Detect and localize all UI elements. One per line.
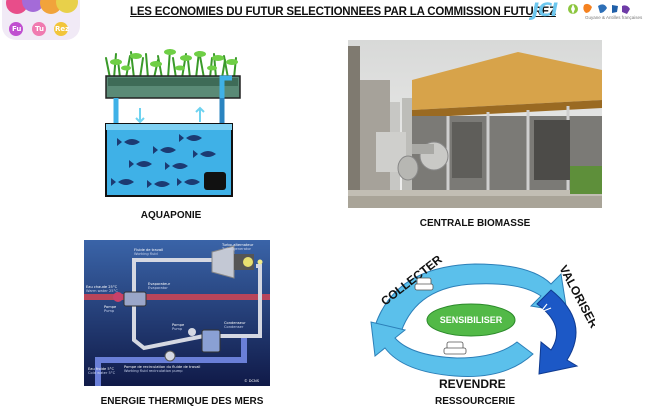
logo-syllable-tu: Tu (35, 25, 44, 33)
label-fluid-out: Fluide de travail (134, 248, 163, 252)
futurez-logo: Fu Tu Rez (2, 0, 80, 40)
label-pump-1-en: Pump (104, 309, 115, 313)
label-fluid-out-en: Working fluid (134, 252, 158, 256)
caption-energie-thermique: ENERGIE THERMIQUE DES MERS (100, 396, 264, 407)
logo-syllable-fu: Fu (12, 25, 22, 33)
jci-tagline: Guyane & Antilles françaises (585, 15, 643, 20)
label-pump-1: Pompe (104, 305, 117, 309)
label-pump-2-en: Pump (172, 327, 183, 331)
jci-compass-icon (568, 3, 630, 14)
sofa-icon (443, 341, 467, 355)
caption-centrale-biomasse: CENTRALE BIOMASSE (419, 218, 531, 229)
label-cold-water-en: Cold water 5°C (88, 371, 116, 375)
cycle-center-label: SENSIBILISER (440, 315, 503, 325)
armchair-icon (414, 277, 434, 291)
label-credit: © DCNS (244, 379, 260, 383)
jci-wordmark: JCI (532, 0, 558, 21)
label-pump-2: Pompe (172, 323, 185, 327)
label-evaporator: Evaporateur (148, 282, 171, 286)
caption-aquaponie: AQUAPONIE (140, 210, 202, 221)
otec-diagram: Fluide de travail Working fluid Turbo-al… (84, 240, 270, 386)
label-evaporator-en: Evaporator (148, 286, 168, 290)
ressourcerie-cycle: SENSIBILISER COLLECTER VALORISER REVENDR… (355, 250, 595, 390)
label-turbine: Turbo-alternateur (221, 243, 254, 247)
label-condenser: Condenseur (224, 321, 246, 325)
label-condenser-en: Condenser (224, 325, 244, 329)
label-cold-water: Eau froide 5°C (88, 367, 114, 371)
logo-syllable-rez: Rez (55, 25, 70, 33)
fish-icon (111, 134, 216, 188)
jci-logo: JCI Guyane & Antilles françaises (530, 0, 648, 24)
label-warm-water-en: Warm water 25°C (86, 289, 118, 293)
page-title: LES ECONOMIES DU FUTUR SELECTIONNEES PAR… (130, 6, 556, 18)
label-recirc-pump: Pompe de recirculation du fluide de trav… (124, 365, 200, 369)
label-warm-water: Eau chaude 25°C (86, 285, 118, 289)
tools-icon (530, 303, 552, 327)
label-turbine-en: Turbo-generator (221, 247, 252, 251)
label-recirc-pump-en: Working fluid recirculation pump (124, 369, 183, 373)
cycle-resell-label: REVENDRE (439, 377, 506, 390)
aquaponics-illustration (96, 38, 246, 200)
caption-ressourcerie: RESSOURCERIE (434, 396, 515, 407)
biomass-plant-photo (348, 40, 602, 208)
